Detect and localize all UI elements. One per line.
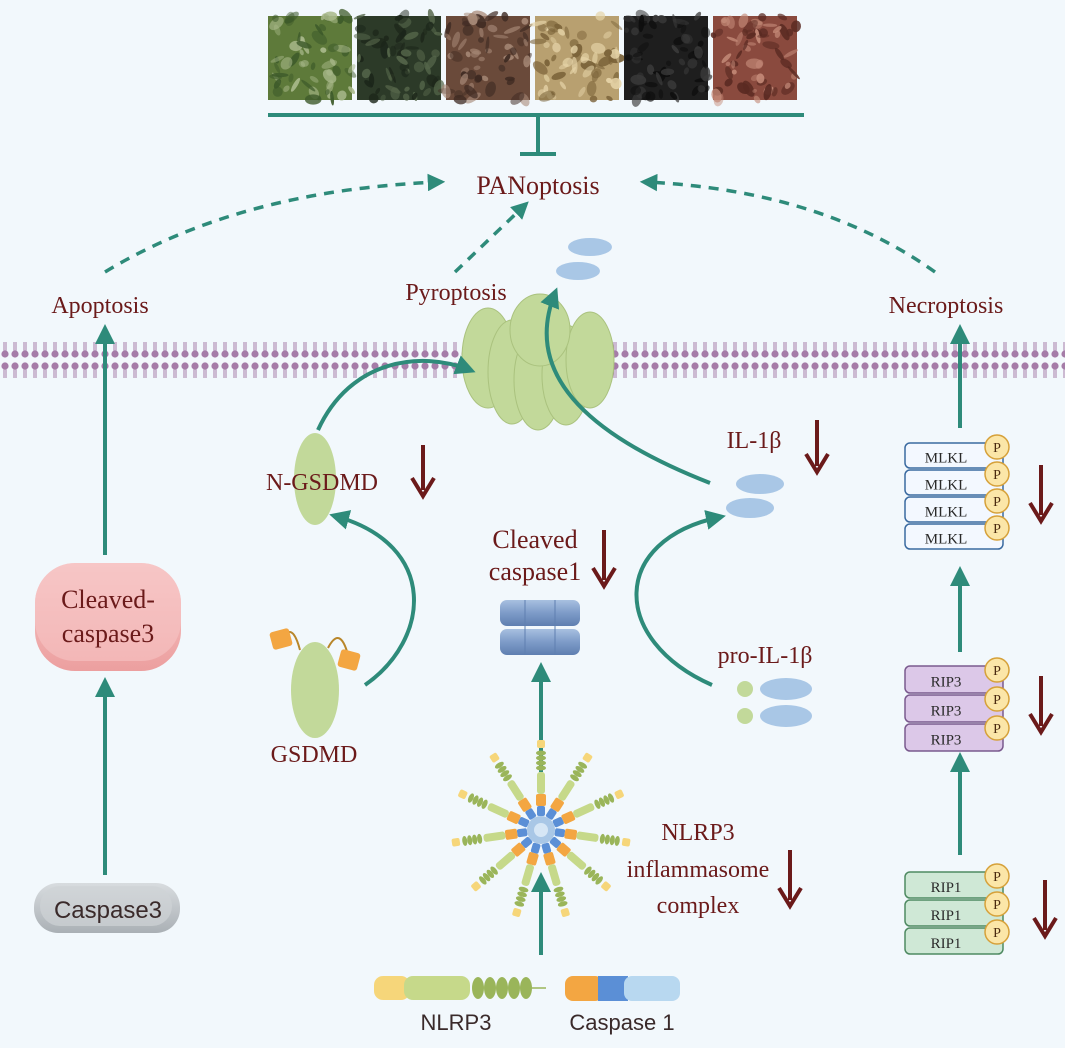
cleaved-caspase1-down-arrow-icon [591, 530, 617, 590]
svg-text:P: P [993, 468, 1001, 483]
svg-text:P: P [993, 870, 1001, 885]
arrow-il1b-to-release [540, 287, 711, 485]
nlrp3-complex-label-line1: NLRP3 [661, 820, 734, 846]
il1b-label: IL-1β [727, 428, 782, 454]
phospho-marker-icon: P [984, 919, 1010, 945]
svg-text:P: P [993, 722, 1001, 737]
phospho-marker-icon: P [984, 657, 1010, 683]
mlkl-box-label: MLKL [925, 478, 968, 494]
pyroptosis-label: Pyroptosis [405, 280, 506, 306]
inhibition-bracket [268, 113, 804, 156]
n-gsdmd-down-arrow-icon [410, 445, 436, 500]
cleaved-caspase1-icon [500, 600, 580, 655]
phospho-marker-icon: P [984, 891, 1010, 917]
panoptosis-label: PANoptosis [476, 171, 599, 200]
nlrp3-protein-icon [374, 976, 546, 1000]
il1b-down-arrow-icon [804, 420, 830, 476]
caspase1-protein-icon [565, 976, 680, 1001]
rip3-box-label: RIP3 [931, 675, 962, 691]
phospho-marker-icon: P [984, 515, 1010, 541]
cleaved-caspase3-label-line2: caspase3 [62, 619, 154, 648]
herb-photo-pale-slices [528, 11, 625, 103]
nlrp3-complex-label-line3: complex [657, 893, 740, 919]
phospho-marker-icon: P [984, 686, 1010, 712]
rip1-down-arrow-icon [1032, 880, 1058, 940]
gsdmd-label: GSDMD [271, 742, 358, 768]
nlrp3-label: NLRP3 [421, 1010, 492, 1035]
released-il1b-icon [556, 238, 612, 280]
rip3-down-arrow-icon [1028, 676, 1054, 736]
mlkl-box-label: MLKL [925, 505, 968, 521]
nlrp3-complex-label-line2: inflammasome [627, 857, 770, 883]
n-gsdmd-label: N-GSDMD [266, 470, 378, 496]
herb-photo-leaves [268, 8, 357, 106]
il1b-icon [726, 474, 784, 518]
n-gsdmd-icon [294, 433, 336, 525]
svg-text:P: P [993, 495, 1001, 510]
herb-photo-black-pieces [623, 9, 713, 107]
rip3-box-label: RIP3 [931, 733, 962, 749]
mlkl-down-arrow-icon [1028, 465, 1054, 525]
rip1-box-label: RIP1 [931, 936, 962, 952]
nlrp3-inflammasome-icon [451, 740, 631, 917]
rip1-box-label: RIP1 [931, 908, 962, 924]
apoptosis-label: Apoptosis [51, 293, 148, 319]
dashed-arrow-necroptosis [639, 173, 937, 274]
herb-photo-root-slices [437, 10, 533, 107]
gsdmd-pore-icon [461, 293, 615, 431]
pro-il1b-label: pro-IL-1β [718, 643, 813, 669]
svg-text:P: P [993, 522, 1001, 537]
svg-text:P: P [993, 693, 1001, 708]
svg-text:P: P [993, 441, 1001, 456]
svg-text:P: P [993, 926, 1001, 941]
rip3-box-label: RIP3 [931, 704, 962, 720]
caspase3-icon [34, 883, 180, 933]
cleaved-caspase1-label-line2: caspase1 [489, 557, 581, 586]
phospho-marker-icon: P [984, 863, 1010, 889]
phospho-marker-icon: P [984, 715, 1010, 741]
cleaved-caspase3-label-line1: Cleaved- [61, 585, 155, 614]
cleaved-caspase1-label-line1: Cleaved [492, 525, 577, 554]
caspase3-label: Caspase3 [54, 897, 162, 924]
phospho-marker-icon: P [984, 461, 1010, 487]
herb-photo-strip [268, 8, 802, 107]
phospho-marker-icon: P [984, 434, 1010, 460]
rip1-box-label: RIP1 [931, 880, 962, 896]
arrow-n-gsdmd-to-pore [316, 355, 476, 431]
necroptosis-label: Necroptosis [889, 293, 1004, 319]
svg-text:P: P [993, 664, 1001, 679]
dashed-arrow-pyroptosis [453, 201, 529, 274]
mlkl-box-label: MLKL [925, 451, 968, 467]
arrow-pro-il1b-to-il1b [634, 510, 726, 687]
pro-il1b-icon [737, 678, 812, 727]
mlkl-box-label: MLKL [925, 532, 968, 548]
arrow-gsdmd-to-n-gsdmd [329, 510, 416, 687]
phospho-marker-icon: P [984, 488, 1010, 514]
herb-photo-red-slices [710, 13, 802, 107]
dashed-arrow-apoptosis [104, 173, 446, 274]
nlrp3-complex-down-arrow-icon [777, 850, 803, 910]
svg-text:P: P [993, 898, 1001, 913]
herb-photo-dark-granules [353, 8, 445, 104]
gsdmd-icon [269, 628, 361, 738]
caspase-1-label: Caspase 1 [569, 1010, 674, 1035]
cleaved-caspase3-icon [35, 563, 181, 671]
